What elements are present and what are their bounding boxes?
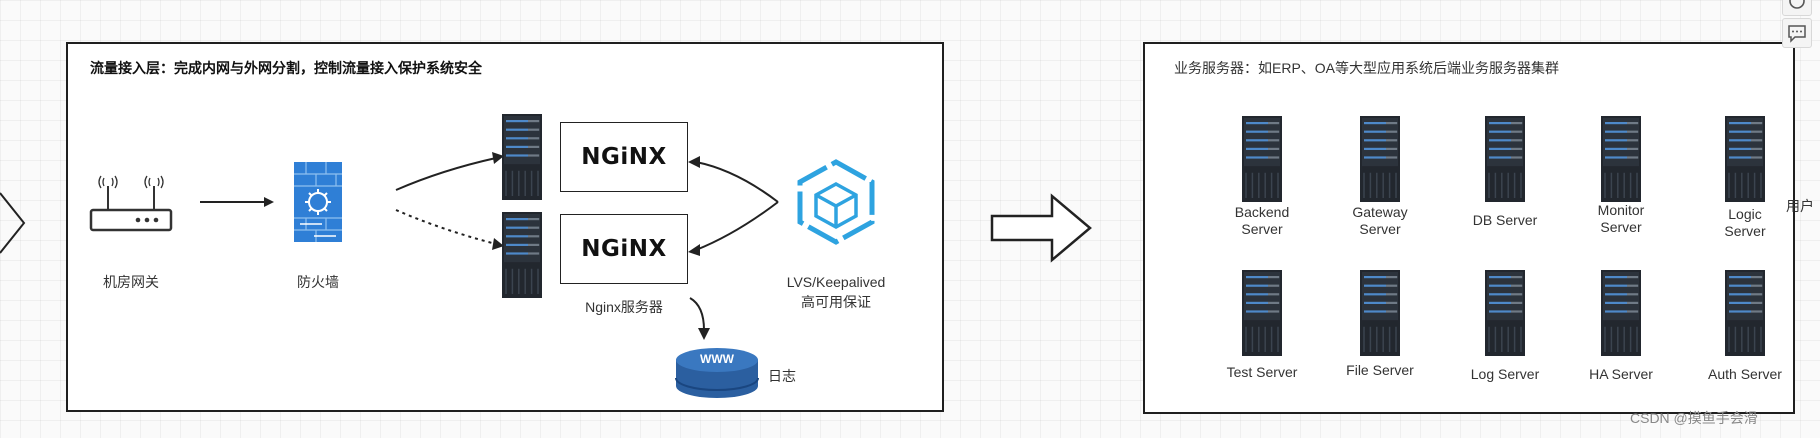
business-server-icon: [1485, 270, 1525, 356]
business-server-label: Log Server: [1450, 366, 1560, 383]
business-server-label: Auth Server: [1690, 366, 1800, 383]
nginx-logo-2: NGiNX: [581, 236, 667, 262]
business-server-icon: [1360, 270, 1400, 356]
business-server-icon: [1601, 270, 1641, 356]
database-icon: [675, 348, 759, 398]
business-layer-title: 业务服务器：如ERP、OA等大型应用系统后端业务服务器集群: [1174, 60, 1560, 76]
server-label-line2: Server: [1600, 219, 1642, 235]
server-label-line1: HA Server: [1589, 366, 1653, 382]
firewall-label: 防火墙: [297, 274, 339, 290]
server-label-line1: Logic: [1728, 206, 1762, 222]
business-server-label: File Server: [1325, 362, 1435, 379]
business-server-icon: [1242, 116, 1282, 202]
layer-transition-arrow: [990, 193, 1092, 263]
server-label-line2: Server: [1241, 221, 1283, 237]
nginx-to-log-arrow: [689, 297, 710, 340]
server-label-line2: Server: [1359, 221, 1401, 237]
business-server-icon: [1360, 116, 1400, 202]
firewall-icon: [294, 162, 342, 242]
lvs-keepalived-icon: [797, 159, 875, 245]
user-label: 用户: [1786, 198, 1814, 214]
server-label-line1: Gateway: [1352, 204, 1408, 220]
log-label: 日志: [768, 368, 796, 384]
business-server-label: DB Server: [1450, 212, 1560, 229]
nginx-box-1: NGiNX: [560, 122, 688, 192]
help-button[interactable]: [1782, 0, 1812, 16]
server-label-line1: Test Server: [1226, 364, 1298, 380]
business-server-icon: [1725, 116, 1765, 202]
nginx-server-rack-2: [502, 212, 542, 298]
business-server-label: Test Server: [1207, 364, 1317, 381]
left-edge-arrow: [0, 192, 26, 254]
business-server-label: HA Server: [1566, 366, 1676, 383]
lvs-label-line2: 高可用保证: [801, 294, 871, 310]
server-label-line1: Log Server: [1470, 366, 1540, 382]
access-layer-title: 流量接入层：完成内网与外网分割，控制流量接入保护系统安全: [90, 60, 482, 76]
server-label-line1: DB Server: [1472, 212, 1538, 228]
server-label-line1: File Server: [1346, 362, 1414, 378]
server-label-line1: Backend: [1234, 204, 1290, 220]
nginx-servers-label: Nginx服务器: [585, 299, 663, 315]
business-server-icon: [1242, 270, 1282, 356]
comment-button[interactable]: [1782, 18, 1812, 48]
business-server-icon: [1485, 116, 1525, 202]
server-label-line1: Monitor: [1597, 202, 1645, 218]
nginx-logo-1: NGiNX: [581, 144, 667, 170]
help-icon: [1789, 0, 1805, 9]
database-www-text: WWW: [700, 352, 734, 366]
business-server-icon: [1601, 116, 1641, 202]
nginx-server-rack-1: [502, 114, 542, 200]
gateway-label: 机房网关: [103, 274, 159, 290]
router-icon: [89, 175, 173, 232]
lvs-label-line1: LVS/Keepalived: [786, 274, 886, 290]
comment-icon: [1788, 25, 1806, 43]
watermark: CSDN @摸鱼手会滑: [1630, 410, 1758, 426]
gateway-to-firewall-arrow: [200, 197, 274, 207]
server-label-line1: Auth Server: [1708, 366, 1782, 382]
firewall-to-nginx-arrows: [395, 152, 504, 250]
lvs-to-nginx-arrows: [688, 156, 779, 256]
nginx-box-2: NGiNX: [560, 214, 688, 284]
server-label-line2: Server: [1724, 223, 1766, 239]
business-server-icon: [1725, 270, 1765, 356]
